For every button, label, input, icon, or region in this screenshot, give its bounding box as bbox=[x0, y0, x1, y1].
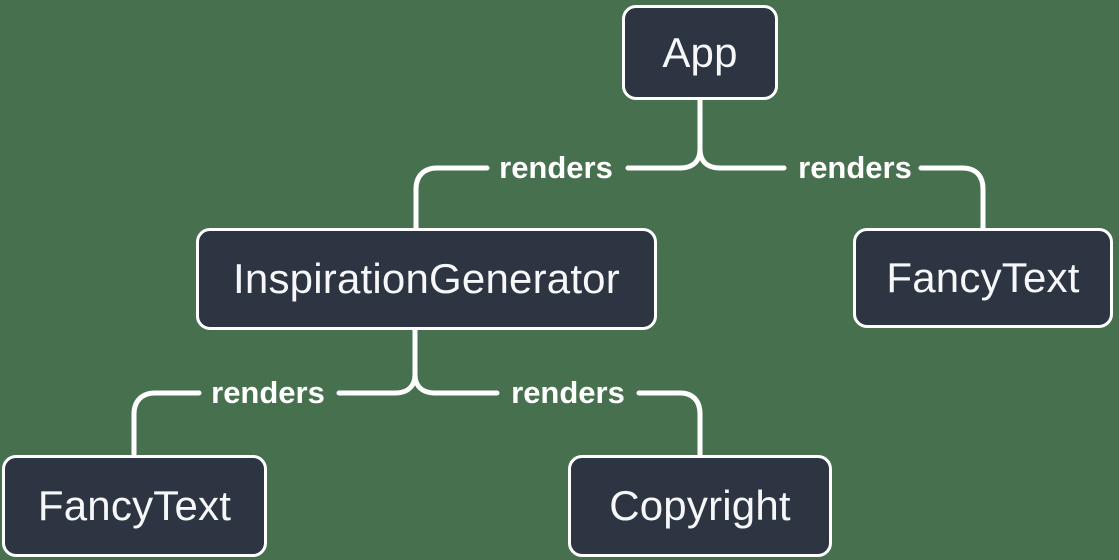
edge-label-inspirationgenerator-to-copyright: renders bbox=[511, 375, 625, 410]
edge-inspirationgenerator-to-copyright-segment-2 bbox=[636, 390, 703, 458]
edge-label-app-to-fancytext: renders bbox=[798, 150, 912, 185]
node-fancytext-top-right-label: FancyText bbox=[886, 254, 1080, 301]
edge-app-to-fancytext-segment-2 bbox=[918, 165, 986, 231]
edge-inspirationgenerator-to-fancytext-segment-2 bbox=[131, 390, 202, 458]
edge-app-to-inspirationgenerator-segment-2 bbox=[413, 165, 490, 231]
node-copyright: Copyright bbox=[568, 455, 832, 557]
node-fancytext-bottom-left: FancyText bbox=[2, 455, 267, 557]
node-inspirationgenerator: InspirationGenerator bbox=[196, 228, 657, 330]
edge-inspirationgenerator-to-copyright-segment-1 bbox=[412, 327, 500, 396]
edge-label-app-to-inspirationgenerator: renders bbox=[499, 150, 613, 185]
node-copyright-label: Copyright bbox=[609, 482, 791, 529]
edge-inspirationgenerator-to-fancytext-segment-1 bbox=[336, 327, 418, 396]
node-app-label: App bbox=[662, 28, 738, 76]
edge-app-to-inspirationgenerator-segment-1 bbox=[625, 97, 703, 171]
edge-app-to-fancytext-segment-1 bbox=[697, 97, 787, 171]
edge-label-inspirationgenerator-to-fancytext: renders bbox=[211, 375, 325, 410]
node-app: App bbox=[622, 5, 778, 100]
node-fancytext-bottom-left-label: FancyText bbox=[37, 482, 232, 529]
node-inspirationgenerator-label: InspirationGenerator bbox=[233, 255, 620, 302]
node-fancytext-top-right: FancyText bbox=[853, 228, 1113, 328]
